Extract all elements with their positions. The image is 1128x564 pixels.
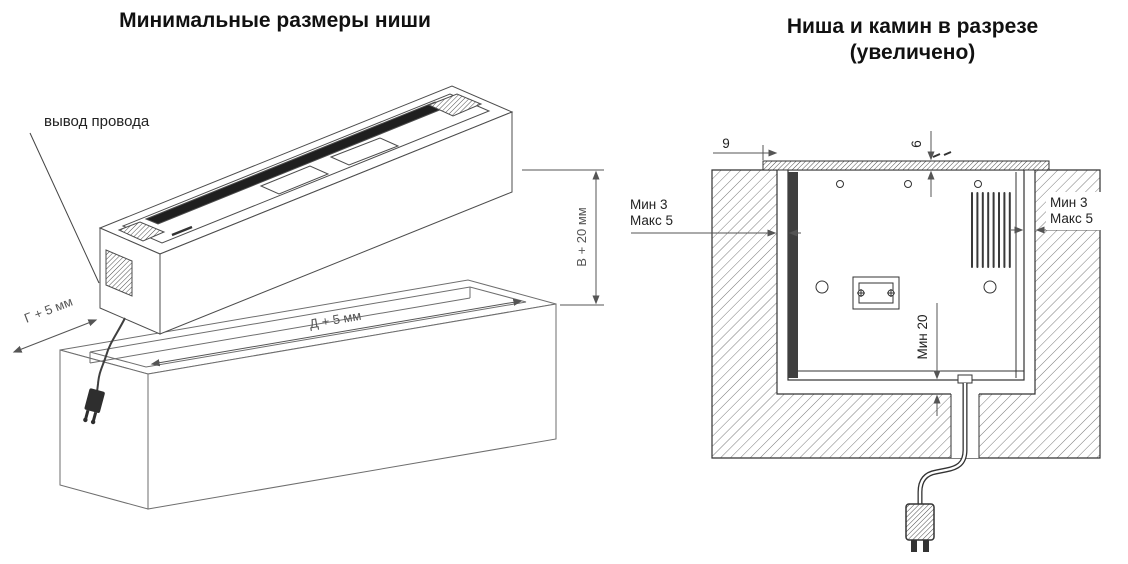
mount-hole-right (983, 280, 997, 294)
niche-left-face (59, 349, 149, 510)
brand-logo-mark (171, 225, 193, 237)
length-dimension-line (150, 298, 523, 367)
left-gap-max-label: Макс 5 (630, 213, 673, 228)
overhang-dim-label: 9 (722, 136, 730, 151)
right-gap-min-label: Мин 3 (1050, 195, 1088, 210)
depth-dimension-line (12, 319, 98, 353)
unit-glass-panel-right (329, 137, 400, 166)
wire-outlet-callout: вывод провода (29, 113, 150, 284)
flange-thickness-dim-label: 6 (909, 140, 924, 148)
cord-exit-fitting (957, 374, 973, 384)
mount-hole-left (815, 280, 829, 294)
fireplace-body (787, 169, 1025, 381)
height-dimension-label: В + 20 мм (574, 207, 589, 266)
screw-hole-1 (836, 180, 844, 188)
cord-inner (918, 383, 967, 504)
left-diagram-dimensions (12, 169, 604, 367)
power-plug-icon (83, 388, 105, 425)
right-diagram-title-line1: Ниша и камин в разрезе (786, 15, 1039, 38)
screw-hole-2 (904, 180, 912, 188)
left-gap-min-label: Мин 3 (630, 197, 668, 212)
screw-hole-3 (974, 180, 982, 188)
right-gap-label-backdrop (1046, 192, 1110, 230)
unit-glass-panel-left (259, 165, 330, 195)
bottom-clearance-dim-label: Мин 20 (915, 314, 930, 359)
section-power-cord (905, 374, 973, 552)
flange-screw-mark-1 (932, 153, 941, 158)
right-gap-max-label: Макс 5 (1050, 211, 1093, 226)
niche-section-view (711, 151, 1101, 552)
unit-vent-right-icon (427, 93, 483, 117)
fireplace-left-wall-section (788, 172, 798, 378)
right-diagram-title: Ниша и камин в разрезе (увеличено) (705, 14, 1120, 67)
wire-outlet-leader-line (29, 132, 100, 284)
unit-end-grille-icon (105, 249, 133, 297)
right-diagram-title-line2: (увеличено) (849, 41, 976, 65)
section-power-plug-icon (905, 503, 935, 552)
cord-line (96, 317, 126, 393)
top-flange-section (762, 160, 1050, 171)
terminal-bracket (852, 276, 900, 310)
wire-outlet-label: вывод провода (44, 113, 150, 130)
depth-dimension-label: Г + 5 мм (22, 294, 75, 326)
unit-power-cord (83, 317, 126, 425)
flange-screw-mark-2 (943, 151, 952, 156)
unit-vent-left-icon (117, 221, 166, 242)
vent-grille-icon (971, 192, 1011, 268)
left-diagram-title: Минимальные размеры ниши (119, 9, 431, 32)
fireplace-unit-isometric (98, 85, 514, 335)
